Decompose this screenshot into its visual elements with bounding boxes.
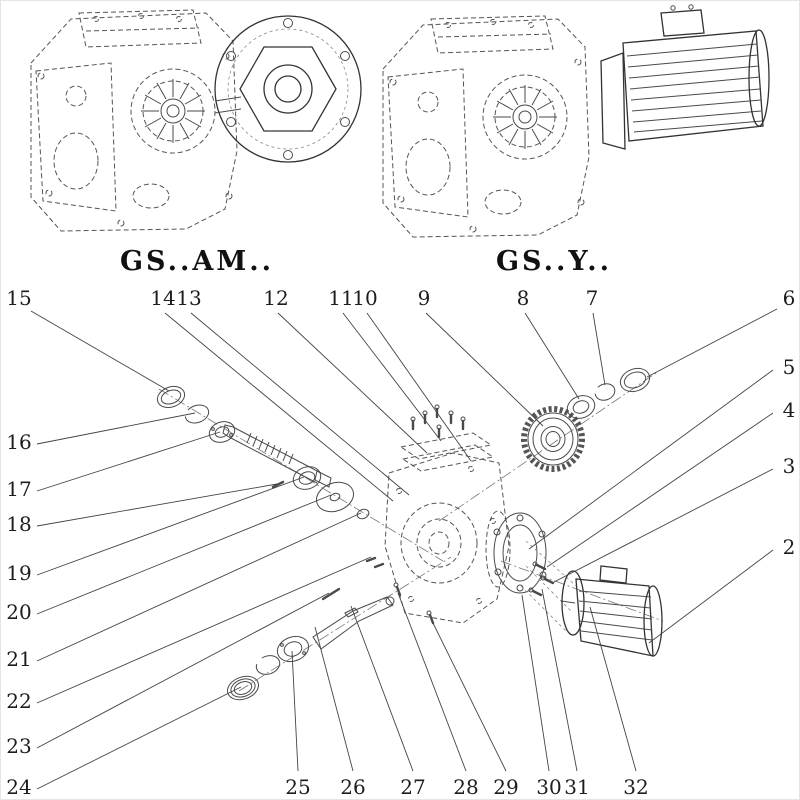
leader-line-25 — [291, 650, 299, 772]
dowel-pin — [321, 587, 341, 601]
callout-number-13: 13 — [176, 286, 201, 310]
leader-line-14 — [164, 312, 394, 502]
leader-line-2 — [648, 549, 774, 644]
cover-screws — [410, 404, 466, 439]
cover-plate — [399, 432, 495, 472]
leader-line-23 — [36, 592, 330, 749]
callout-number-14: 14 — [150, 286, 175, 310]
callout-number-21: 21 — [6, 647, 31, 671]
output-bearing — [276, 635, 310, 663]
mid-bearing — [292, 466, 322, 490]
callout-number-27: 27 — [400, 775, 425, 799]
callout-number-8: 8 — [517, 286, 530, 310]
leader-line-7 — [592, 312, 606, 386]
leader-line-17 — [36, 431, 221, 492]
worm-shaft — [222, 424, 332, 488]
model-label-gs-am: GS..AM.. — [120, 246, 274, 277]
leader-line-20 — [36, 494, 332, 615]
callout-number-25: 25 — [285, 775, 310, 799]
callout-number-2: 2 — [783, 535, 796, 559]
leader-line-8 — [524, 312, 580, 400]
callout-number-15: 15 — [6, 286, 31, 310]
model-label-gs-y: GS..Y.. — [496, 246, 612, 277]
leader-line-16 — [36, 412, 196, 445]
leader-line-11 — [342, 312, 442, 442]
leader-line-22 — [36, 556, 372, 704]
shaft-key-pin — [271, 480, 285, 489]
o-ring — [356, 508, 370, 520]
leader-line-10 — [366, 312, 472, 462]
leader-line-31 — [541, 588, 578, 772]
callout-number-32: 32 — [623, 775, 648, 799]
gearbox-view-gs-am — [30, 9, 362, 232]
leader-line-21 — [36, 512, 362, 662]
leader-line-5 — [528, 369, 774, 550]
callout-number-24: 24 — [6, 775, 31, 799]
input-seal-ring — [156, 385, 186, 409]
leader-line-27 — [350, 605, 414, 772]
leader-line-18 — [36, 483, 278, 527]
callout-number-5: 5 — [783, 355, 796, 379]
leader-line-29 — [431, 620, 507, 772]
leader-line-32 — [589, 606, 637, 772]
motor-exploded — [560, 565, 663, 657]
motor-mounting-screws — [520, 540, 577, 632]
gearbox-view-gs-y — [382, 4, 770, 238]
gear-housing — [384, 452, 511, 624]
callout-number-22: 22 — [6, 689, 31, 713]
leader-line-13 — [190, 312, 410, 496]
callout-number-12: 12 — [263, 286, 288, 310]
callout-number-10: 10 — [352, 286, 377, 310]
gear-circlip — [594, 383, 616, 401]
callout-number-19: 19 — [6, 561, 31, 585]
callout-number-30: 30 — [536, 775, 561, 799]
leader-line-3 — [553, 468, 774, 583]
callout-number-6: 6 — [783, 286, 796, 310]
input-bearing — [208, 421, 236, 443]
callout-number-31: 31 — [564, 775, 589, 799]
exploded-view — [156, 367, 664, 701]
callout-number-11: 11 — [328, 286, 353, 310]
output-shaft — [312, 596, 395, 650]
gear-seal-ring — [619, 367, 651, 393]
output-flange — [214, 15, 362, 163]
callout-number-23: 23 — [6, 734, 31, 758]
callout-number-20: 20 — [6, 600, 31, 624]
leader-line-24 — [36, 686, 242, 790]
small-screws-left — [365, 556, 385, 569]
callout-number-7: 7 — [586, 286, 599, 310]
flange-gasket — [493, 512, 547, 594]
callout-number-4: 4 — [783, 398, 796, 422]
callout-number-16: 16 — [6, 430, 31, 454]
callout-number-3: 3 — [783, 454, 796, 478]
callout-number-9: 9 — [418, 286, 431, 310]
leader-line-12 — [277, 312, 428, 454]
leader-line-26 — [314, 626, 354, 772]
leader-line-6 — [646, 308, 778, 378]
leader-line-28 — [397, 592, 467, 772]
leader-line-19 — [36, 476, 305, 576]
callout-number-18: 18 — [6, 512, 31, 536]
motor-assembled — [600, 4, 770, 150]
callout-number-26: 26 — [340, 775, 365, 799]
leader-line-15 — [30, 310, 170, 392]
worm-gear-wheel — [521, 406, 585, 472]
leader-line-30 — [521, 594, 550, 772]
leader-line-4 — [546, 412, 774, 568]
callout-number-28: 28 — [453, 775, 478, 799]
output-circlip — [255, 655, 281, 675]
leader-line-9 — [425, 312, 544, 427]
input-circlip — [184, 404, 210, 424]
washer-disc — [316, 481, 354, 513]
callout-number-29: 29 — [493, 775, 518, 799]
callout-number-17: 17 — [6, 477, 31, 501]
